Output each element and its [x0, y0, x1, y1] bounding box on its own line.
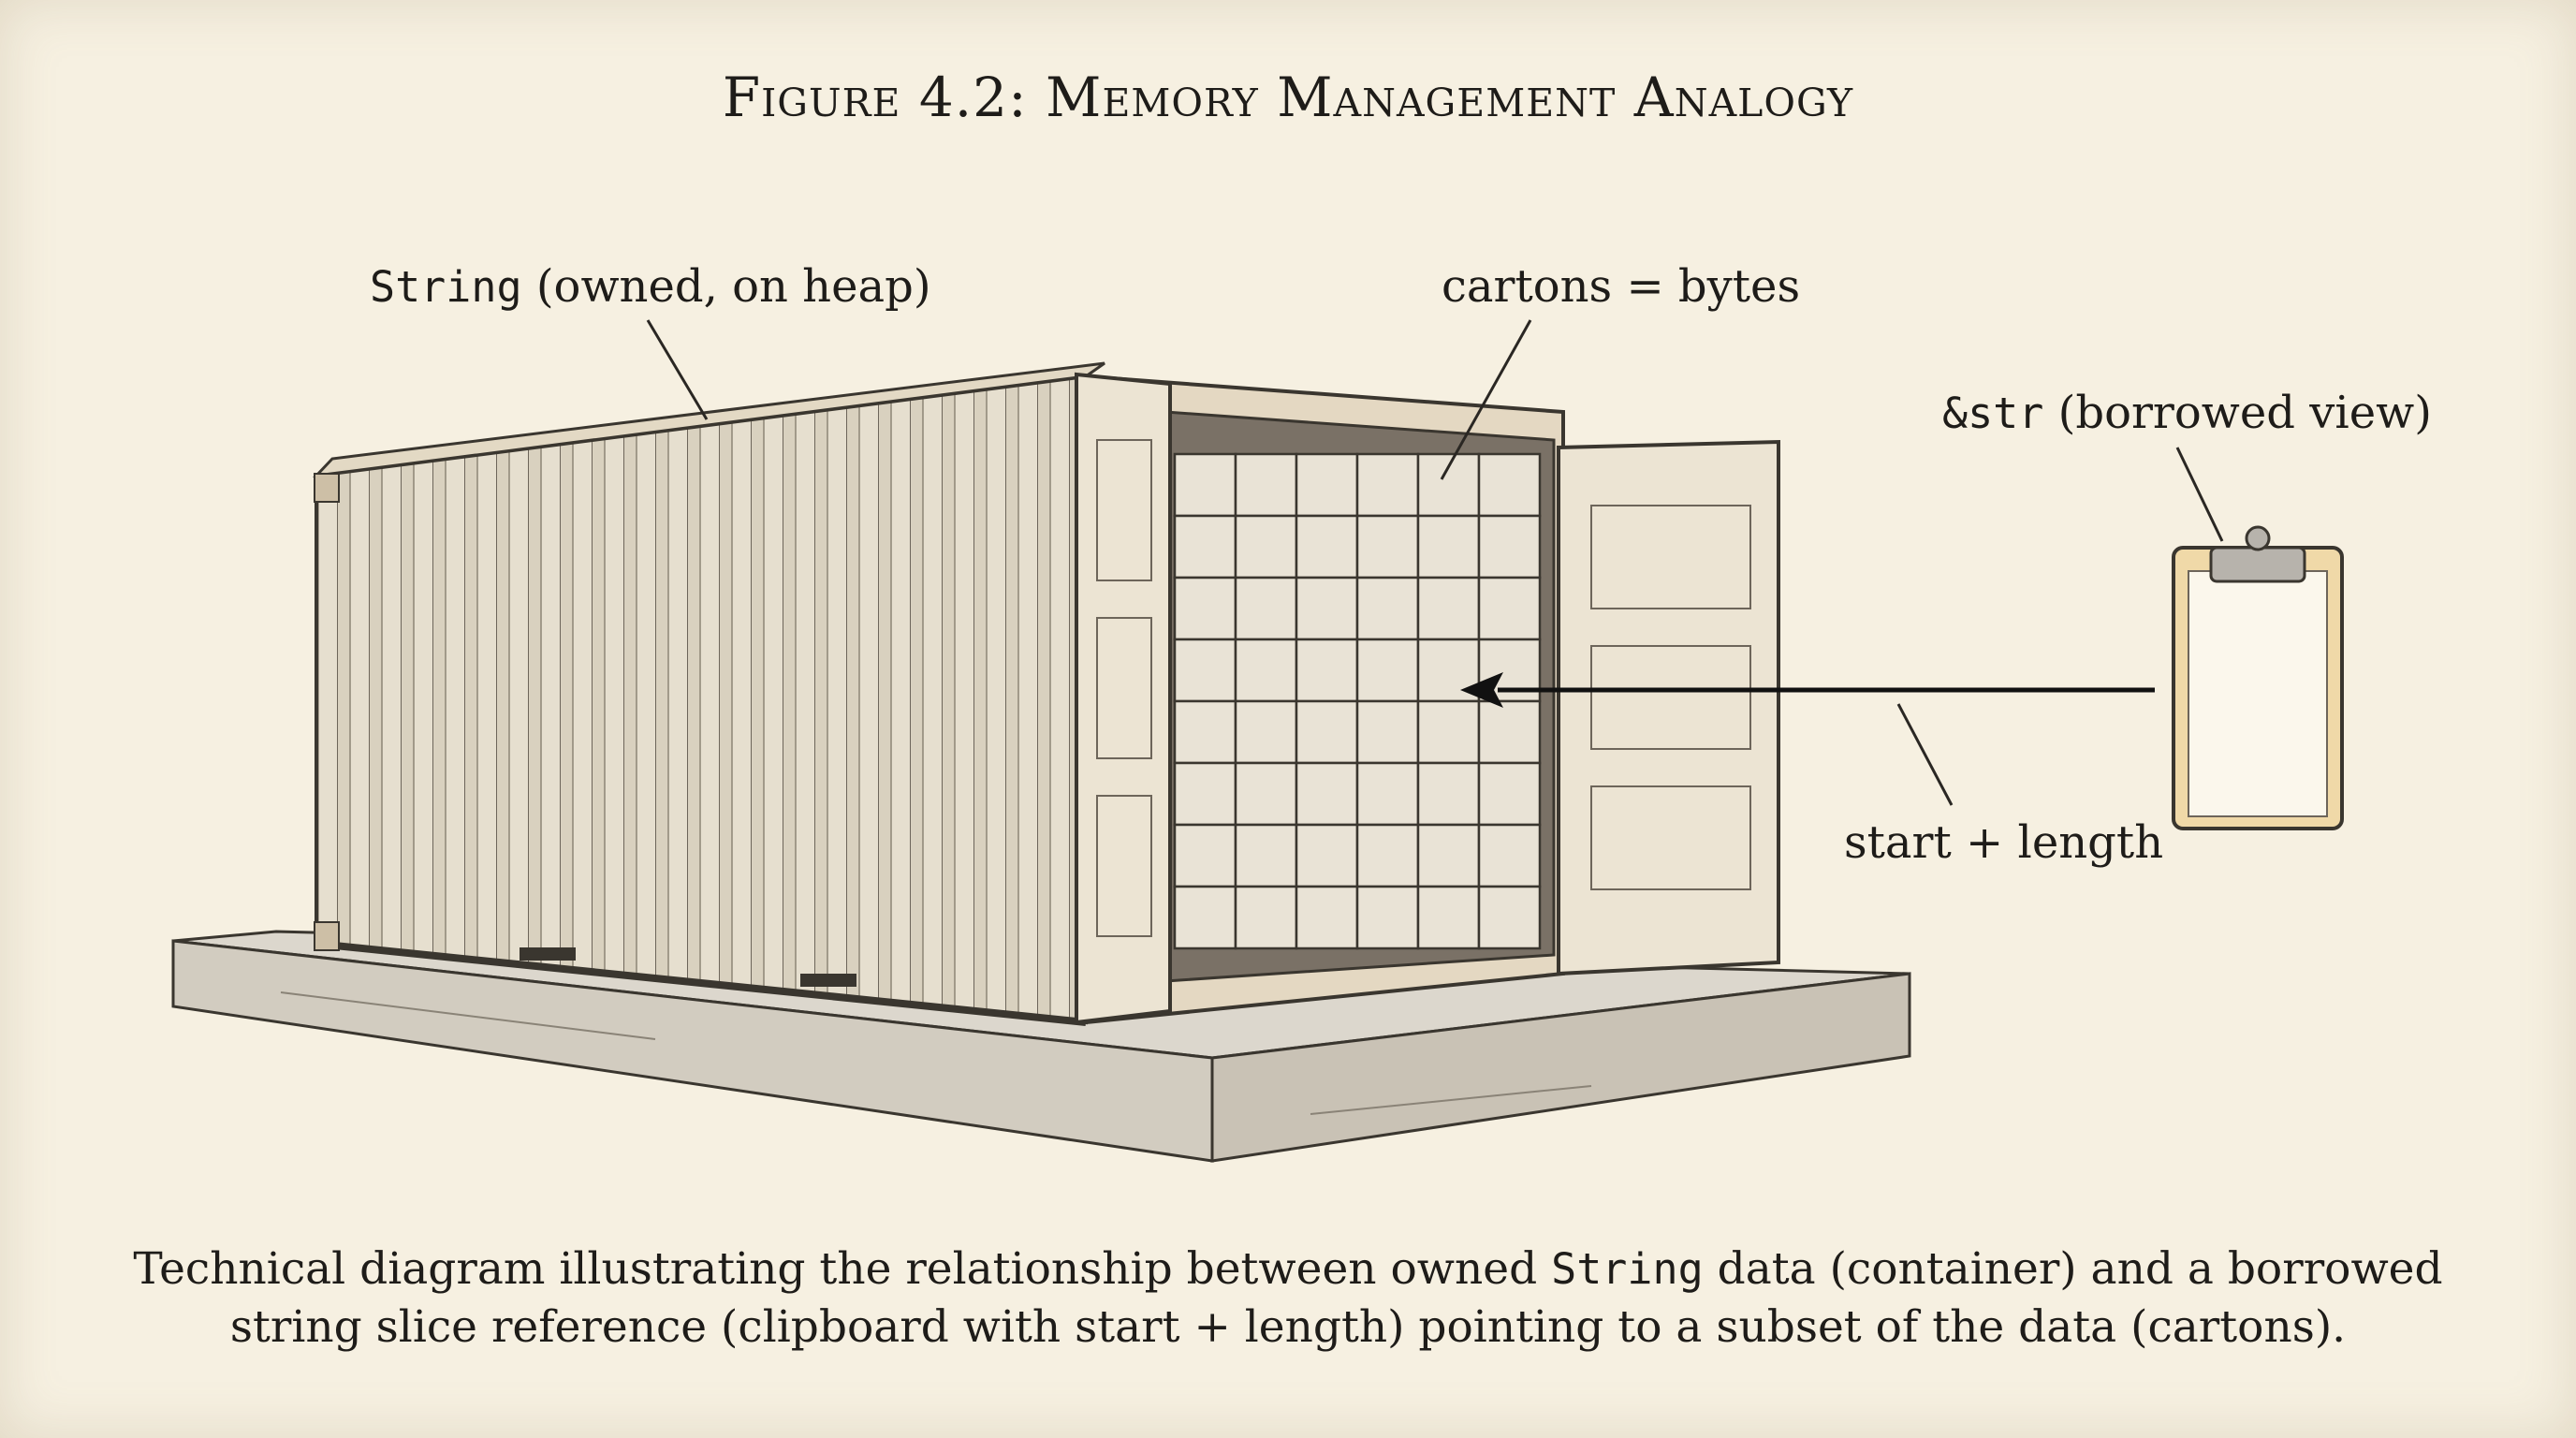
start-length-label: start + length: [1844, 816, 2164, 869]
leader-lines: [646, 319, 2224, 806]
str-code: &str: [1942, 389, 2044, 438]
clipboard: [2172, 525, 2344, 830]
slice-pointer-arrow: [1460, 672, 2155, 708]
string-label-text: (owned, on heap): [521, 260, 931, 313]
caption-line-1-post: data (container) and a borrowed: [1703, 1243, 2443, 1295]
str-label: &str (borrowed view): [1942, 387, 2432, 439]
caption-line-1-code: String: [1551, 1244, 1704, 1294]
carton-grid: [1173, 452, 1542, 950]
string-label: String (owned, on heap): [370, 260, 931, 313]
figure-caption: Technical diagram illustrating the relat…: [0, 1240, 2576, 1357]
caption-line-2: string slice reference (clipboard with s…: [229, 1301, 2347, 1353]
figure-title: Figure 4.2: Memory Management Analogy: [722, 66, 1854, 129]
caption-line-1: Technical diagram illustrating the relat…: [0, 1240, 2576, 1299]
cartons-label: cartons = bytes: [1442, 260, 1801, 313]
shipping-container: [313, 361, 1780, 1026]
caption-line-1-pre: Technical diagram illustrating the relat…: [133, 1243, 1552, 1295]
string-code: String: [370, 262, 522, 312]
str-label-text: (borrowed view): [2043, 387, 2432, 439]
